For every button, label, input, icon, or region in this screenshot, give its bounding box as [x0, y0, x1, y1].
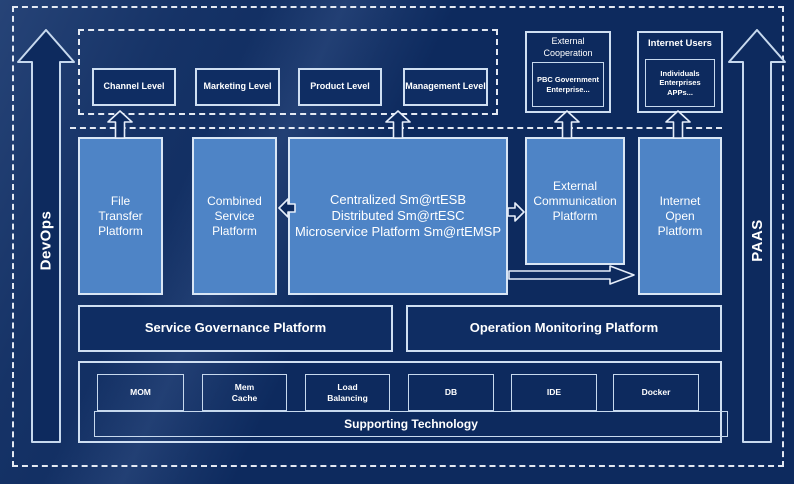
governance-label: Operation Monitoring Platform: [469, 320, 659, 336]
level-label: Marketing Level: [203, 81, 272, 92]
platform-label: External Communication Platform: [533, 178, 617, 223]
level-box-marketing: Marketing Level: [195, 68, 280, 106]
level-label: Product Level: [310, 81, 370, 92]
tech-box-ide: IDE: [511, 374, 597, 411]
devops-label: DevOps: [37, 210, 55, 270]
tech-label: Docker: [641, 387, 671, 398]
members-label: Individuals Enterprises APPs...: [659, 68, 701, 97]
left-arrow-esb-to-combined: [278, 198, 296, 218]
tech-box-mom: MOM: [97, 374, 184, 411]
tech-label: DB: [444, 387, 458, 398]
level-box-product: Product Level: [298, 68, 382, 106]
tech-label: IDE: [546, 387, 562, 398]
platform-label: File Transfer Platform: [98, 193, 143, 238]
tech-box-db: DB: [408, 374, 494, 411]
platform-combined-service: Combined Service Platform: [192, 137, 277, 295]
platform-label: Combined Service Platform: [207, 193, 262, 238]
external-cooperation-title: External Cooperation: [543, 36, 593, 58]
governance-label: Service Governance Platform: [144, 320, 327, 336]
internet-users-box: Internet Users Individuals Enterprises A…: [637, 31, 723, 113]
long-right-arrow-esb-to-internet-open: [508, 265, 635, 285]
level-box-management: Management Level: [403, 68, 488, 106]
platform-esb: Centralized Sm@rtESB Distributed Sm@rtES…: [288, 137, 508, 295]
paas-label: PAAS: [748, 218, 766, 262]
tech-box-mem-cache: Mem Cache: [202, 374, 287, 411]
paas-up-arrow: [728, 29, 786, 443]
levels-dashed-container: [78, 29, 498, 115]
members-label: PBC Government Enterprise...: [536, 75, 600, 94]
level-box-channel: Channel Level: [92, 68, 176, 106]
external-cooperation-box: External Cooperation PBC Government Ente…: [525, 31, 611, 113]
devops-rail: DevOps: [17, 60, 75, 420]
esb-line-2: Distributed Sm@rtESC: [331, 207, 465, 223]
tech-box-load-balancing: Load Balancing: [305, 374, 390, 411]
supporting-technology-label: Supporting Technology: [344, 416, 478, 431]
platform-internet-open: Internet Open Platform: [638, 137, 722, 295]
esb-line-1: Centralized Sm@rtESB: [329, 191, 467, 207]
internet-users-members: Individuals Enterprises APPs...: [645, 59, 715, 107]
platform-label: Internet Open Platform: [657, 193, 703, 238]
paas-rail: PAAS: [728, 60, 786, 420]
tech-label: MOM: [130, 387, 151, 398]
esb-line-3: Microservice Platform Sm@rtEMSP: [294, 224, 502, 240]
outer-dashed-frame: [12, 6, 784, 467]
internet-users-title: Internet Users: [648, 38, 712, 49]
operation-monitoring-platform: Operation Monitoring Platform: [406, 305, 722, 352]
devops-up-arrow: [17, 29, 75, 443]
supporting-technology-container: [78, 361, 722, 443]
level-label: Management Level: [405, 81, 486, 92]
up-arrow-internet-users: [665, 110, 691, 139]
tech-label: Load Balancing: [327, 381, 368, 403]
level-label: Channel Level: [103, 81, 165, 92]
external-cooperation-members: PBC Government Enterprise...: [532, 62, 604, 107]
platform-external-communication: External Communication Platform: [525, 137, 625, 265]
tech-box-docker: Docker: [613, 374, 699, 411]
up-arrow-esb: [385, 110, 411, 139]
platform-file-transfer: File Transfer Platform: [78, 137, 163, 295]
right-arrow-esb-to-external-communication: [507, 202, 525, 222]
up-arrow-file-transfer: [107, 110, 133, 139]
service-governance-platform: Service Governance Platform: [78, 305, 393, 352]
supporting-technology-bar: Supporting Technology: [94, 411, 728, 437]
tech-label: Mem Cache: [231, 381, 258, 403]
up-arrow-external-cooperation: [554, 110, 580, 139]
